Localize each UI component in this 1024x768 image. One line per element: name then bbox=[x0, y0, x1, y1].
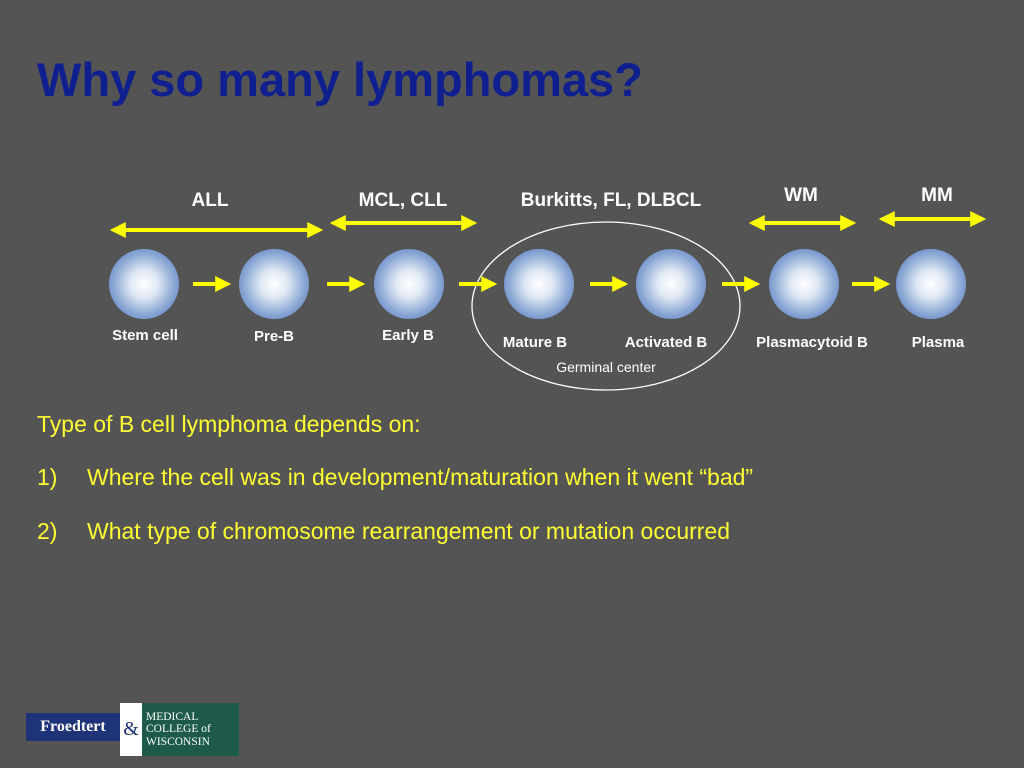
body-item-2-text: What type of chromosome rearrangement or… bbox=[87, 518, 731, 544]
mcw-line-2: COLLEGE of bbox=[146, 723, 211, 736]
cell-label-stem-cell: Stem cell bbox=[112, 327, 178, 344]
body-item-1: 1) Where the cell was in development/matu… bbox=[37, 466, 753, 489]
body-item-2-number: 2) bbox=[37, 518, 58, 544]
cell-label-pre-b: Pre-B bbox=[253, 328, 295, 345]
germinal-center-outline bbox=[471, 221, 741, 391]
cell-mature-b bbox=[504, 249, 574, 319]
cell-activated-b bbox=[636, 249, 706, 319]
cell-label-plasma: Plasma bbox=[911, 334, 965, 351]
mcw-line-1: MEDICAL bbox=[146, 711, 199, 724]
body-item-2: 2) What type of chromosome rearrangement … bbox=[37, 520, 730, 543]
mcw-wordmark: MEDICAL COLLEGE of WISCONSIN bbox=[142, 703, 239, 756]
cell-plasmacytoid-b bbox=[769, 249, 839, 319]
cell-label-activated-b: Activated B bbox=[624, 334, 708, 351]
froedtert-mcw-logo: Froedtert & MEDICAL COLLEGE of WISCONSIN bbox=[26, 703, 239, 756]
group-label-mcl-cll: MCL, CLL bbox=[358, 190, 448, 211]
cell-early-b bbox=[374, 249, 444, 319]
cell-plasma bbox=[896, 249, 966, 319]
group-label-burkitts-fl-dlbcl: Burkitts, FL, DLBCL bbox=[520, 190, 702, 211]
logo-ampersand: & bbox=[120, 703, 142, 756]
cell-label-mature-b: Mature B bbox=[502, 334, 568, 351]
froedtert-wordmark: Froedtert bbox=[26, 713, 120, 741]
cell-label-plasmacytoid-b: Plasmacytoid B bbox=[756, 334, 868, 351]
cell-pre-b bbox=[239, 249, 309, 319]
group-label-mm: MM bbox=[921, 185, 953, 206]
cell-label-early-b: Early B bbox=[382, 327, 434, 344]
mcw-line-3: WISCONSIN bbox=[146, 735, 210, 748]
body-item-1-number: 1) bbox=[37, 464, 58, 490]
body-item-1-text: Where the cell was in development/matura… bbox=[87, 464, 754, 490]
group-label-all: ALL bbox=[191, 190, 229, 211]
cell-stem-cell bbox=[109, 249, 179, 319]
body-intro: Type of B cell lymphoma depends on: bbox=[37, 411, 421, 437]
group-label-wm: WM bbox=[784, 185, 818, 206]
slide-title: Why so many lymphomas? bbox=[37, 53, 643, 106]
germinal-center-label: Germinal center bbox=[556, 359, 656, 375]
